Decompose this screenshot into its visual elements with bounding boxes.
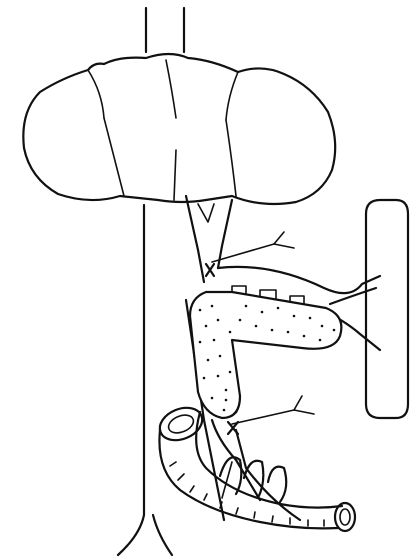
pancreas-stipple-dot xyxy=(217,319,220,322)
branch-marker-upper xyxy=(206,232,294,276)
pancreas-stipple-dot xyxy=(261,311,264,314)
duodenum-tick-mark xyxy=(254,512,255,518)
pancreas-stipple-dot xyxy=(235,411,238,414)
duodenum xyxy=(155,402,355,531)
pancreas-stipple-dot xyxy=(199,309,202,312)
duodenum-tick-mark xyxy=(170,462,176,466)
pancreas-stipple-dot xyxy=(225,399,228,402)
duodenum-tick-mark xyxy=(178,474,184,480)
pancreas-stipple-dot xyxy=(245,305,248,308)
pancreas-stipple-dot xyxy=(271,329,274,332)
duodenum-tick-mark xyxy=(190,486,194,492)
pancreas-stipple-dot xyxy=(229,371,232,374)
pancreas-stipple-dot xyxy=(293,315,296,318)
pancreas-stipple-dot xyxy=(229,331,232,334)
pancreas-stipple-dot xyxy=(309,317,312,320)
pancreas-stipple-dot xyxy=(303,335,306,338)
pancreas-stipple-dot xyxy=(217,375,220,378)
pancreas-stipple-dot xyxy=(211,397,214,400)
pancreas-stipple-dot xyxy=(213,339,216,342)
pancreas-stipple-dot xyxy=(199,341,202,344)
pancreas-stipple-dot xyxy=(319,339,322,342)
pancreas-stipple-dot xyxy=(207,359,210,362)
pancreas-stipple-dot xyxy=(255,325,258,328)
pancreas-stipple-dot xyxy=(333,329,336,332)
duodenum-tick-mark xyxy=(204,494,207,500)
mesenteric-vessels xyxy=(220,457,286,502)
pancreas-stipple-dot xyxy=(223,409,226,412)
pancreas-stipple-dot xyxy=(321,325,324,328)
pancreas-stipple-dot xyxy=(277,307,280,310)
pancreas-stipple-dot xyxy=(219,355,222,358)
inferior-vena-cava xyxy=(118,8,184,555)
pancreas-stipple-dot xyxy=(203,377,206,380)
pancreas xyxy=(190,292,341,418)
duodenum-tick-mark xyxy=(236,508,238,514)
liver xyxy=(23,54,335,204)
branch-marker-lower xyxy=(228,396,314,434)
pancreas-stipple-dot xyxy=(239,319,242,322)
pancreas-stipple-dot xyxy=(287,331,290,334)
duodenum-tick-mark xyxy=(272,516,273,522)
pancreas-stipple-dot xyxy=(211,305,214,308)
spleen xyxy=(366,200,408,418)
pancreas-stipple-dot xyxy=(225,389,228,392)
pancreas-stipple-dot xyxy=(205,325,208,328)
